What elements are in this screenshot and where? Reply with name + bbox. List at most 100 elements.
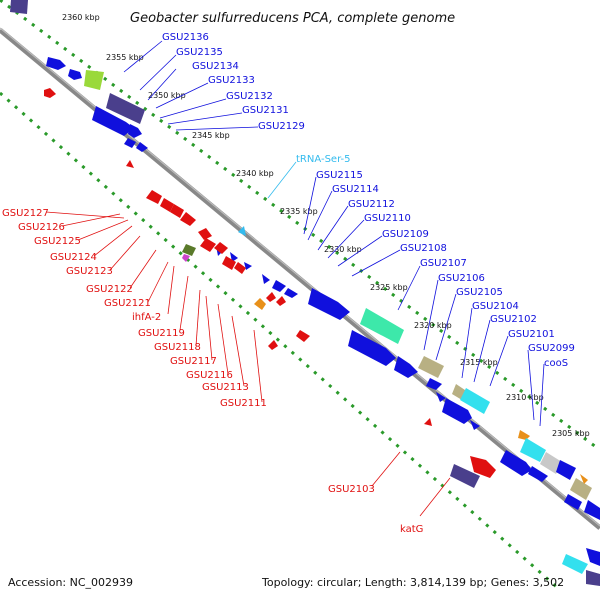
- gene-forward[interactable]: [436, 392, 446, 402]
- gene-reverse[interactable]: [160, 198, 174, 212]
- gene-reverse[interactable]: [182, 244, 196, 256]
- gene-label[interactable]: GSU2135: [176, 47, 223, 58]
- gene-label[interactable]: GSU2101: [508, 329, 555, 340]
- gene-forward[interactable]: [272, 280, 286, 292]
- gene-forward[interactable]: [518, 430, 530, 440]
- gene-reverse[interactable]: [276, 296, 286, 306]
- gene-label[interactable]: GSU2113: [202, 382, 249, 393]
- gene-label[interactable]: GSU2132: [226, 91, 273, 102]
- gene-forward[interactable]: [124, 138, 136, 148]
- gene-label[interactable]: GSU2118: [154, 342, 201, 353]
- gene-forward[interactable]: [262, 274, 270, 284]
- gene-forward[interactable]: [562, 554, 588, 574]
- gene-forward[interactable]: [520, 438, 546, 462]
- gene-label[interactable]: ihfA-2: [132, 312, 161, 323]
- gene-label[interactable]: GSU2114: [332, 184, 379, 195]
- gene-label[interactable]: GSU2102: [490, 314, 537, 325]
- gene-label[interactable]: GSU2122: [86, 284, 133, 295]
- gene-forward[interactable]: [128, 124, 142, 138]
- gene-forward[interactable]: [84, 70, 104, 90]
- gene-reverse[interactable]: [146, 190, 162, 204]
- gene-forward[interactable]: [394, 356, 418, 378]
- gene-label[interactable]: GSU2107: [420, 258, 467, 269]
- gene-reverse[interactable]: [180, 212, 196, 226]
- gene-label[interactable]: GSU2121: [104, 298, 151, 309]
- gene-label[interactable]: GSU2109: [382, 229, 429, 240]
- gene-reverse[interactable]: [234, 262, 246, 274]
- gene-reverse[interactable]: [254, 298, 266, 310]
- gene-reverse[interactable]: [296, 330, 310, 342]
- gene-forward[interactable]: [284, 288, 298, 298]
- gene-forward[interactable]: [46, 57, 66, 70]
- gene-label[interactable]: tRNA-Ser-5: [296, 154, 351, 165]
- gene-label[interactable]: GSU2123: [66, 266, 113, 277]
- gene-label[interactable]: GSU2119: [138, 328, 185, 339]
- gene-label[interactable]: GSU2127: [2, 208, 49, 219]
- gene-forward[interactable]: [360, 308, 404, 344]
- kbp-label: 2305 kbp: [552, 429, 590, 438]
- gene-forward[interactable]: [580, 474, 588, 484]
- gene-label[interactable]: GSU2129: [258, 121, 305, 132]
- gene-forward[interactable]: [136, 142, 148, 152]
- gene-label[interactable]: GSU2115: [316, 170, 363, 181]
- gene-label[interactable]: GSU2111: [220, 398, 267, 409]
- gene-forward[interactable]: [586, 548, 600, 566]
- gene-forward[interactable]: [460, 388, 490, 414]
- gene-label[interactable]: GSU2126: [18, 222, 65, 233]
- gene-label[interactable]: GSU2106: [438, 273, 485, 284]
- forward-leader-lines: [123, 40, 545, 427]
- gene-label[interactable]: GSU2133: [208, 75, 255, 86]
- gene-forward[interactable]: [442, 398, 472, 424]
- gene-label[interactable]: GSU2103: [328, 484, 375, 495]
- gene-forward[interactable]: [570, 478, 592, 500]
- map-title: Geobacter sulfurreducens PCA, complete g…: [130, 11, 455, 26]
- gene-label[interactable]: cooS: [544, 358, 568, 369]
- gene-label[interactable]: GSU2131: [242, 105, 289, 116]
- gene-label[interactable]: GSU2136: [162, 32, 209, 43]
- gene-forward[interactable]: [68, 69, 82, 80]
- gene-reverse[interactable]: [126, 160, 134, 168]
- gene-reverse[interactable]: [424, 418, 432, 426]
- gene-forward[interactable]: [418, 356, 444, 378]
- gene-label[interactable]: GSU2099: [528, 343, 575, 354]
- gene-forward[interactable]: [556, 460, 576, 480]
- gene-reverse[interactable]: [450, 464, 480, 488]
- gene-forward[interactable]: [540, 452, 562, 474]
- gene-forward[interactable]: [584, 500, 600, 520]
- gene-label[interactable]: GSU2105: [456, 287, 503, 298]
- gene-reverse[interactable]: [470, 456, 496, 478]
- gene-forward[interactable]: [586, 570, 600, 586]
- gene-label[interactable]: katG: [400, 524, 423, 535]
- gene-label[interactable]: GSU2117: [170, 356, 217, 367]
- gene-forward[interactable]: [92, 106, 134, 136]
- gene-reverse[interactable]: [268, 340, 278, 350]
- gene-reverse[interactable]: [214, 242, 228, 254]
- gene-forward[interactable]: [528, 466, 548, 482]
- gene-forward[interactable]: [348, 330, 396, 366]
- gene-forward[interactable]: [10, 0, 28, 14]
- gene-label[interactable]: GSU2125: [34, 236, 81, 247]
- gene-reverse[interactable]: [44, 88, 56, 98]
- gene-label[interactable]: GSU2104: [472, 301, 519, 312]
- gene-forward[interactable]: [230, 252, 238, 262]
- gene-forward[interactable]: [106, 93, 145, 124]
- gene-forward[interactable]: [308, 288, 350, 320]
- gene-label[interactable]: GSU2134: [192, 61, 239, 72]
- gene-label[interactable]: GSU2110: [364, 213, 411, 224]
- gene-reverse[interactable]: [170, 204, 184, 218]
- reverse-gene-labels: GSU2127 GSU2126 GSU2125 GSU2124 GSU2123 …: [2, 208, 423, 535]
- gene-label[interactable]: GSU2112: [348, 199, 395, 210]
- gene-label[interactable]: GSU2116: [186, 370, 233, 381]
- gene-label[interactable]: GSU2124: [50, 252, 97, 263]
- gene-label[interactable]: GSU2108: [400, 243, 447, 254]
- gene-reverse[interactable]: [266, 292, 276, 302]
- gene-forward[interactable]: [500, 450, 532, 476]
- gene-reverse[interactable]: [200, 238, 216, 252]
- gene-forward[interactable]: [426, 378, 442, 390]
- gene-reverse[interactable]: [182, 254, 190, 262]
- gene-reverse[interactable]: [198, 228, 212, 240]
- gene-reverse[interactable]: [222, 256, 236, 270]
- gene-forward[interactable]: [470, 420, 480, 430]
- gene-forward[interactable]: [564, 494, 582, 510]
- gene-trna[interactable]: [238, 226, 246, 236]
